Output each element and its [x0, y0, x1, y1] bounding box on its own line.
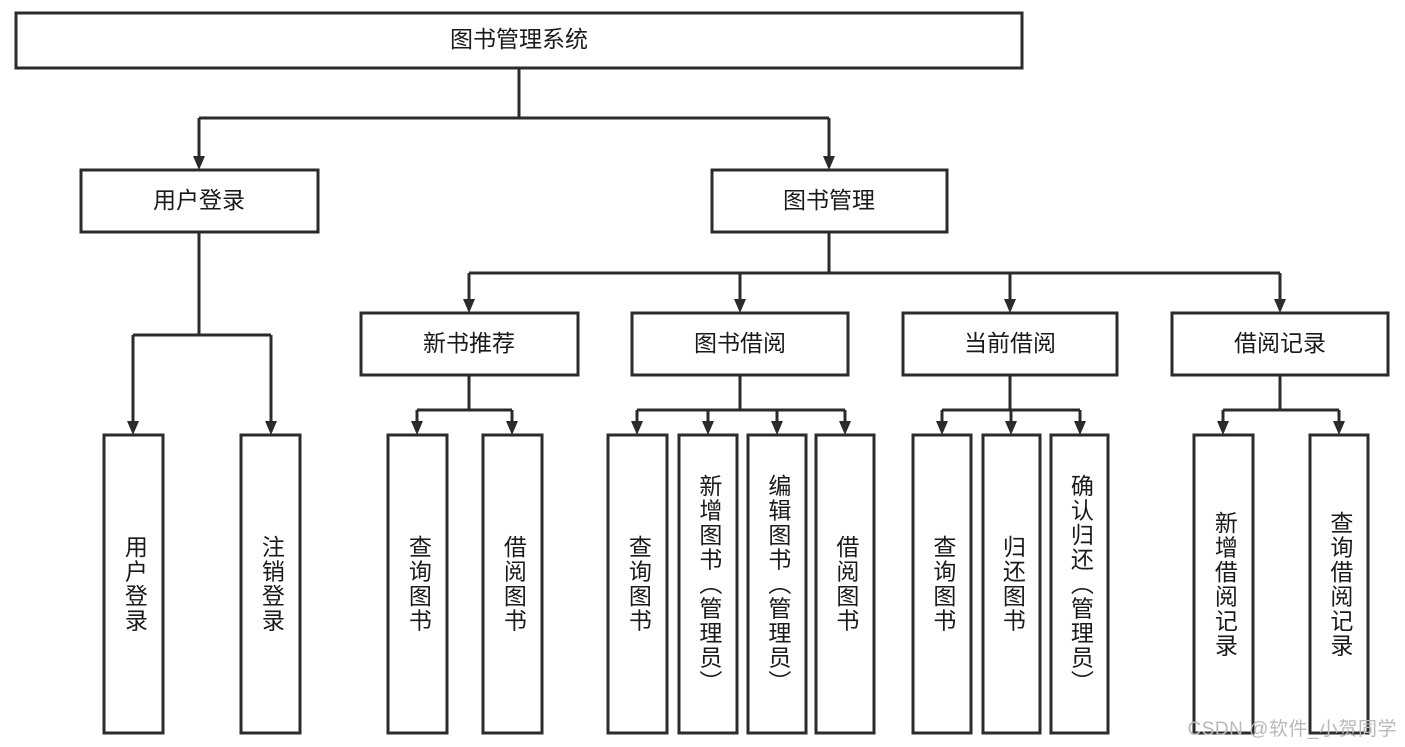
node-current-borrow-label: 当前借阅	[964, 330, 1056, 356]
arrow-to-book-manage	[823, 156, 835, 170]
arrow-to-leaf-query-record	[1333, 421, 1345, 435]
connector-bookmanage-to-level3	[463, 232, 1286, 313]
node-leaf-borrow-book-b-box[interactable]	[814, 433, 876, 735]
arrow-to-leaf-query-book-a	[411, 421, 423, 435]
node-leaf-query-book-b-box[interactable]	[606, 433, 669, 735]
node-leaf-return-book-box[interactable]	[981, 433, 1042, 735]
arrow-to-book-borrow	[734, 299, 746, 313]
node-book-borrow-box[interactable]	[630, 311, 850, 377]
node-leaf-query-book-c-box[interactable]	[911, 433, 973, 735]
node-user-login-box[interactable]	[79, 168, 320, 234]
node-new-book-recommend-label: 新书推荐	[423, 330, 515, 356]
node-root-label: 图书管理系统	[450, 26, 588, 52]
node-borrow-record-label: 借阅记录	[1234, 330, 1326, 356]
arrow-to-current-borrow	[1004, 299, 1016, 313]
node-book-manage-box[interactable]	[710, 168, 949, 234]
arrow-to-user-login	[193, 156, 205, 170]
connector-newbook-to-leaves	[411, 375, 518, 435]
node-leaf-logout-box[interactable]	[239, 433, 302, 735]
arrow-to-leaf-query-book-c	[936, 421, 948, 435]
node-leaf-confirm-return-box[interactable]	[1049, 433, 1110, 735]
connector-currentborrow-to-leaves	[936, 375, 1086, 435]
arrow-to-leaf-user-login	[127, 421, 139, 435]
node-leaf-borrow-book-a-box[interactable]	[481, 433, 544, 735]
arrow-to-leaf-query-book-b	[631, 421, 643, 435]
arrow-to-leaf-return-book	[1005, 421, 1017, 435]
node-borrow-record-box[interactable]	[1170, 311, 1390, 377]
arrow-to-leaf-add-book	[702, 421, 714, 435]
node-user-login-label: 用户登录	[153, 187, 245, 213]
arrow-to-leaf-borrow-book-a	[506, 421, 518, 435]
arrow-to-borrow-record	[1274, 299, 1286, 313]
node-leaf-edit-book-box[interactable]	[746, 433, 808, 735]
node-leaf-query-record-box[interactable]	[1308, 433, 1370, 735]
arrow-to-leaf-edit-book	[771, 421, 783, 435]
node-book-manage-label: 图书管理	[783, 187, 875, 213]
node-leaf-add-record-box[interactable]	[1192, 433, 1255, 735]
arrow-to-leaf-confirm-return	[1074, 421, 1086, 435]
connector-bookborrow-to-leaves	[631, 375, 851, 435]
connector-userlogin-to-leaves	[127, 232, 277, 435]
arrow-to-leaf-logout	[265, 421, 277, 435]
arrow-to-leaf-add-record	[1217, 421, 1229, 435]
connector-root-to-level2	[193, 68, 835, 170]
node-leaf-query-book-a-box[interactable]	[386, 433, 449, 735]
arrow-to-leaf-borrow-book-b	[839, 421, 851, 435]
node-new-book-recommend-box[interactable]	[359, 311, 580, 377]
node-root-box[interactable]	[14, 11, 1024, 70]
connector-borrowrecord-to-leaves	[1217, 375, 1345, 435]
node-leaf-user-login-box[interactable]	[102, 433, 165, 735]
node-book-borrow-label: 图书借阅	[694, 330, 786, 356]
csdn-watermark: CSDN @软件_小贺同学	[1187, 719, 1397, 740]
node-leaf-add-book-box[interactable]	[677, 433, 739, 735]
node-current-borrow-box[interactable]	[901, 311, 1119, 377]
arrow-to-new-book	[463, 299, 475, 313]
